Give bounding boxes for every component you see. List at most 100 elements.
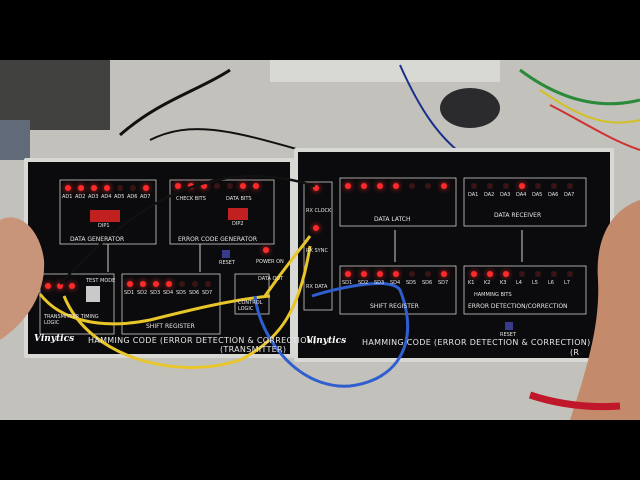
bit-label: SD6	[422, 280, 433, 286]
right-subtitle: (R	[570, 348, 580, 357]
dip1-label: DIP1	[98, 223, 110, 229]
rx-data-label: RX DATA	[306, 284, 328, 290]
bit-label: L6	[548, 280, 554, 286]
wire-blue	[253, 282, 410, 388]
dip2-switch[interactable]	[228, 208, 248, 220]
bit-label: AD6	[127, 194, 138, 200]
led	[409, 183, 415, 189]
rx-sync-label: RX SYNC	[306, 248, 328, 254]
photo-svg	[0, 60, 640, 420]
letterbox-top	[0, 0, 640, 60]
bit-label: SD3	[150, 290, 161, 296]
led	[78, 185, 84, 191]
cable-connector	[0, 120, 30, 160]
bit-label: DA3	[500, 192, 511, 198]
bit-label: SD1	[342, 280, 353, 286]
led	[140, 281, 146, 287]
led	[551, 271, 557, 277]
left-subtitle: (TRANSMITTER)	[220, 345, 287, 354]
bit-label: L5	[532, 280, 538, 286]
bit-label: AD2	[75, 194, 86, 200]
bit-label: SD2	[137, 290, 148, 296]
led	[214, 183, 220, 189]
led	[175, 183, 181, 189]
led	[441, 271, 447, 277]
bit-label: AD3	[88, 194, 99, 200]
control-logic-box	[234, 273, 270, 315]
dip1-switch[interactable]	[90, 210, 120, 222]
led	[361, 183, 367, 189]
left-brand: Vinytics	[34, 334, 75, 344]
bit-label: SD6	[189, 290, 200, 296]
led	[345, 271, 351, 277]
bit-label: DA6	[548, 192, 559, 198]
bit-label: DA4	[516, 192, 527, 198]
led	[441, 183, 447, 189]
led	[393, 271, 399, 277]
data-bits-label: DATA BITS	[226, 196, 252, 202]
bit-label: SD7	[438, 280, 449, 286]
right-panel	[298, 152, 610, 358]
hamming-bits-label: HAMMING BITS	[474, 292, 512, 298]
data-latch-box	[339, 177, 457, 227]
cable-red-bg	[549, 104, 640, 151]
led	[567, 183, 573, 189]
left-panel	[28, 162, 290, 354]
red-bracelet	[528, 391, 621, 411]
led	[179, 281, 185, 287]
led	[263, 247, 269, 253]
right-shift-register-label: SHIFT REGISTER	[370, 303, 419, 310]
led	[519, 183, 525, 189]
wire-yellow-2	[263, 235, 312, 297]
led	[377, 183, 383, 189]
check-bits-label: CHECK BITS	[176, 196, 206, 202]
led	[503, 183, 509, 189]
led	[487, 271, 493, 277]
data-latch-label: DATA LATCH	[374, 216, 411, 223]
left-reset-label: RESET	[219, 260, 236, 266]
led	[345, 183, 351, 189]
right-reset-label: RESET	[500, 332, 517, 338]
bit-label: AD7	[140, 194, 151, 200]
led	[153, 281, 159, 287]
right-shift-register-box	[339, 265, 457, 315]
skin-hand-right	[570, 200, 640, 420]
bit-label: AD5	[114, 194, 125, 200]
cable-yellow-bg	[539, 89, 640, 124]
bit-label: SD7	[202, 290, 213, 296]
led	[205, 281, 211, 287]
bit-label: L4	[516, 280, 522, 286]
letterbox-bottom	[0, 420, 640, 480]
bit-label: L7	[564, 280, 570, 286]
bit-label: K2	[484, 280, 491, 286]
right-reset-button[interactable]	[505, 322, 513, 330]
led	[127, 281, 133, 287]
led	[130, 185, 136, 191]
led	[487, 183, 493, 189]
power-on-label: POWER ON	[256, 259, 284, 265]
bit-label: AD4	[101, 194, 112, 200]
bit-label: SD4	[390, 280, 401, 286]
led	[45, 283, 51, 289]
led	[65, 185, 71, 191]
left-shift-register-label: SHIFT REGISTER	[146, 323, 195, 330]
led	[425, 271, 431, 277]
wire-black	[59, 175, 316, 285]
timing-box	[39, 273, 115, 335]
control-logic-label: CONTROL LOGIC	[238, 300, 263, 312]
led	[253, 183, 259, 189]
right-brand: Vinytics	[306, 336, 347, 346]
error-detection-label: ERROR DETECTION/CORRECTION	[468, 303, 568, 310]
led	[535, 183, 541, 189]
led	[471, 271, 477, 277]
bit-label: AD1	[62, 194, 73, 200]
bit-label: DA5	[532, 192, 543, 198]
data-receiver-box	[463, 177, 587, 227]
test-mode-label: TEST MODE	[86, 278, 116, 284]
left-reset-button[interactable]	[222, 250, 230, 258]
timing-label: TRANSMITTER TIMING LOGIC	[44, 314, 99, 326]
led-group	[45, 183, 573, 289]
rx-clock-label: RX CLOCK	[306, 208, 332, 214]
wire-yellow-1	[38, 293, 271, 326]
test-mode-switch[interactable]	[86, 286, 100, 302]
